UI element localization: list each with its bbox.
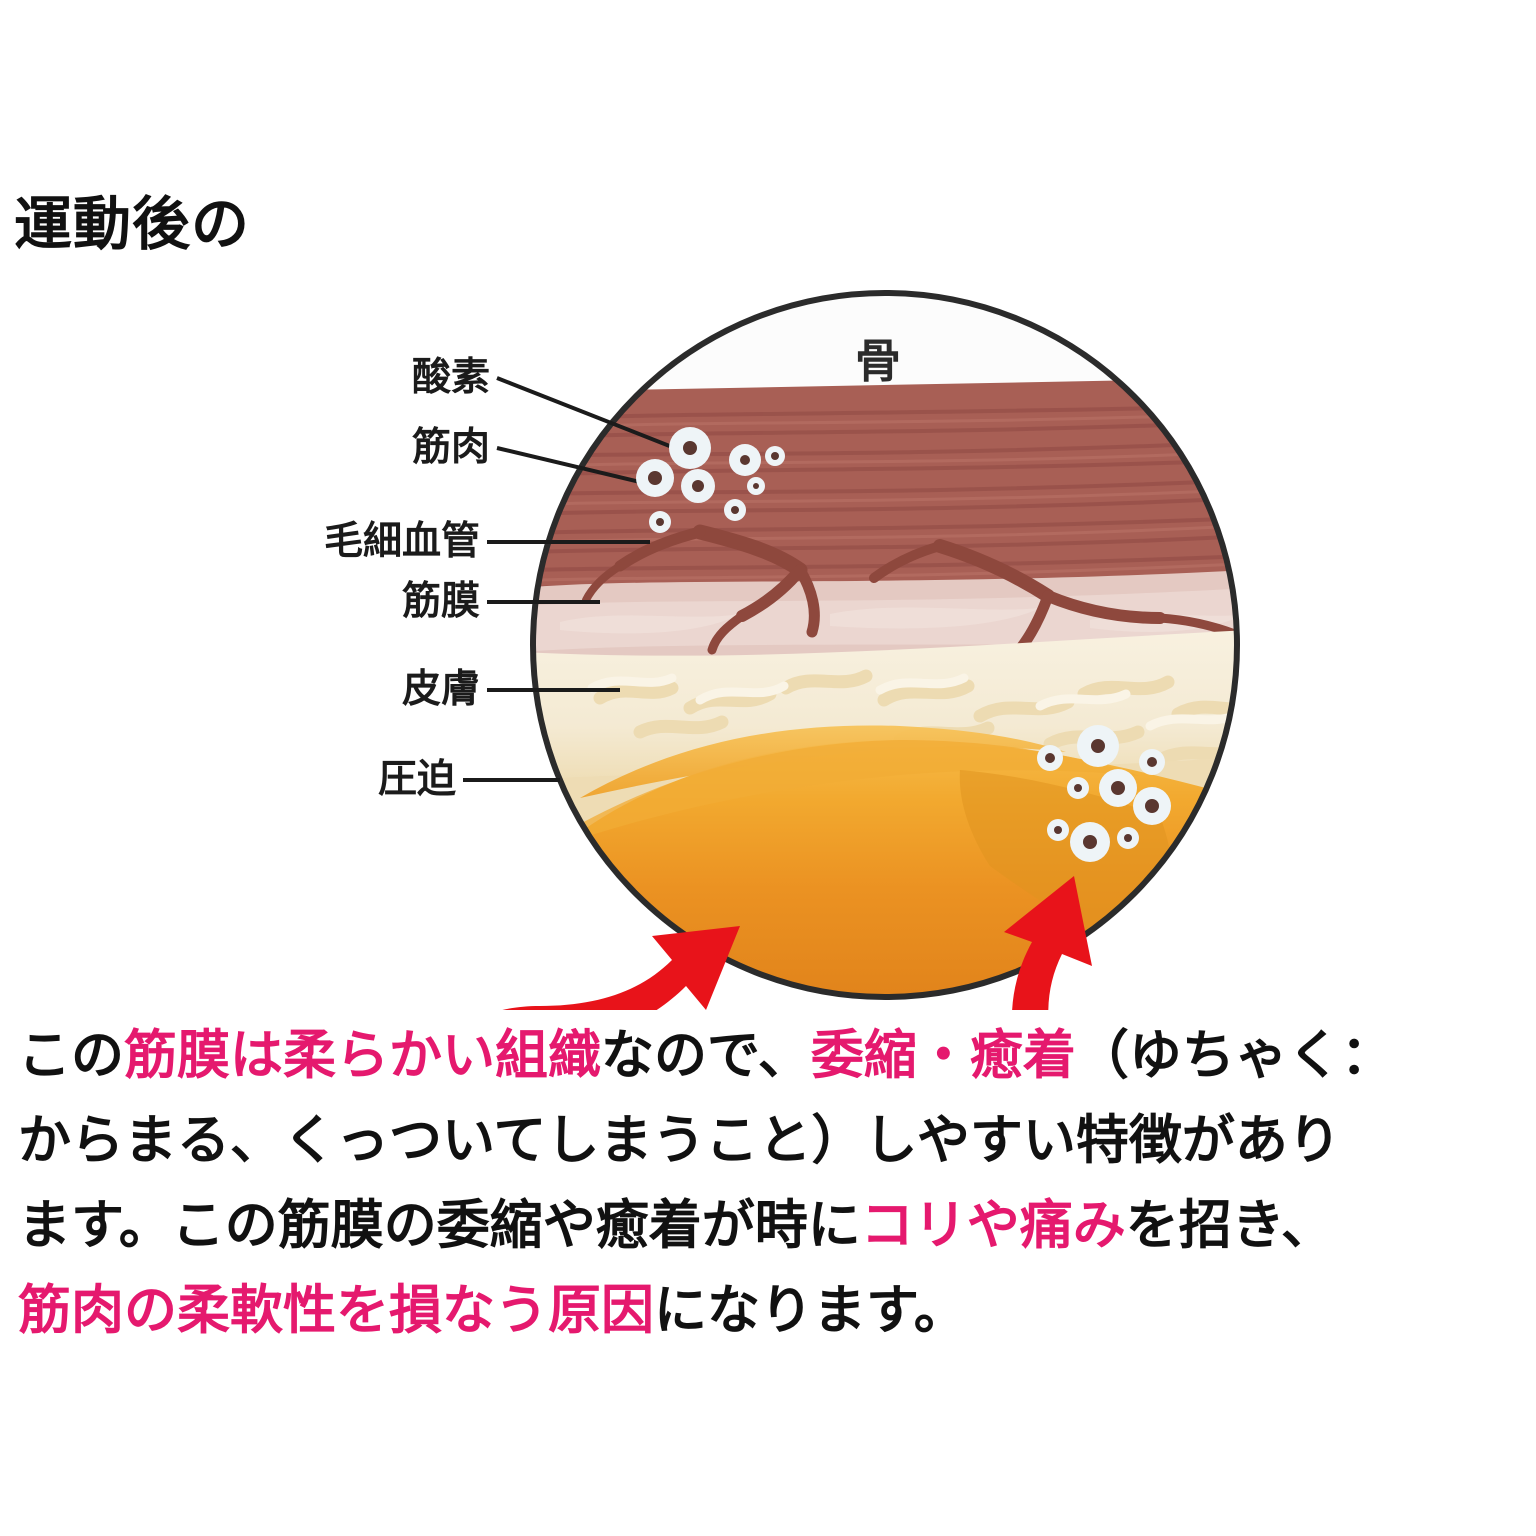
compression-arrow-right [1004, 876, 1148, 1202]
oxygen-bubble [1139, 749, 1165, 775]
oxygen-bubble [1099, 769, 1137, 807]
leader-oxygen [496, 376, 701, 460]
paragraph-line: 筋肉の柔軟性を損なう原因になります。 [18, 1269, 1518, 1354]
body-text: なので、 [601, 1027, 811, 1085]
leader-muscle [496, 446, 641, 484]
anatomy-diagram-svg [442, 290, 1240, 1202]
oxygen-bubble [1133, 787, 1171, 825]
label-capillary: 毛細血管 [323, 520, 480, 563]
foam-roller-shade [533, 740, 1140, 860]
oxygen-bubble [669, 427, 711, 469]
oxygen-bubble [729, 444, 761, 476]
oxygen-bubble [1037, 745, 1063, 771]
paragraph-line: この筋膜は柔らかい組織なので、委縮・癒着（ゆちゃく： [18, 1014, 1518, 1099]
highlighted-text: 筋肉の柔軟性を損なう原因 [18, 1282, 654, 1340]
paragraph-line: ます。この筋膜の委縮や癒着が時にコリや痛みを招き、 [18, 1184, 1518, 1269]
page-title: 運動後の [14, 192, 251, 257]
body-paragraph: この筋膜は柔らかい組織なので、委縮・癒着（ゆちゃく： からまる、くっついてしまうこ… [18, 1014, 1518, 1354]
oxygen-bubble [1070, 822, 1110, 862]
paragraph-line: からまる、くっついてしまうこと）しやすい特徴があり [18, 1099, 1518, 1184]
oxygen-bubble [747, 477, 765, 495]
highlighted-text: 筋膜は柔らかい組織 [124, 1027, 601, 1085]
label-oxygen: 酸素 [411, 356, 490, 399]
cross-section-outline [530, 290, 1240, 1000]
leader-lines [463, 376, 701, 782]
body-text: になります。 [654, 1282, 967, 1340]
highlighted-text: 委縮・癒着 [810, 1027, 1076, 1085]
oxygen-bubble [1067, 777, 1089, 799]
highlighted-text: コリや痛み [860, 1197, 1126, 1255]
label-compression: 圧迫 [377, 758, 456, 801]
capillaries [582, 524, 1237, 660]
oxygen-bubble [681, 469, 715, 503]
oxygen-bubbles [636, 427, 1171, 862]
body-text: を招き、 [1125, 1197, 1334, 1255]
oxygen-bubble [1117, 827, 1139, 849]
oxygen-bubble [649, 511, 671, 533]
oxygen-bubble [636, 459, 674, 497]
oxygen-bubble [1077, 725, 1119, 767]
body-text: （ゆちゃく： [1075, 1027, 1394, 1085]
bone-label: 骨 [855, 336, 901, 387]
label-muscle: 筋肉 [411, 426, 490, 469]
body-text: からまる、くっついてしまうこと）しやすい特徴があり [18, 1112, 1341, 1170]
oxygen-bubble [1047, 819, 1069, 841]
compression-arrow-left [442, 926, 740, 1084]
oxygen-bubble [724, 499, 746, 521]
anatomy-diagram: 骨 酸素 筋肉 毛細血管 筋膜 皮膚 圧迫 [0, 270, 1536, 1202]
label-fascia: 筋膜 [401, 580, 480, 623]
body-text: この [18, 1027, 124, 1085]
body-text: ます。この筋膜の委縮や癒着が時に [18, 1197, 861, 1255]
label-skin: 皮膚 [401, 668, 480, 711]
oxygen-bubble [765, 446, 785, 466]
